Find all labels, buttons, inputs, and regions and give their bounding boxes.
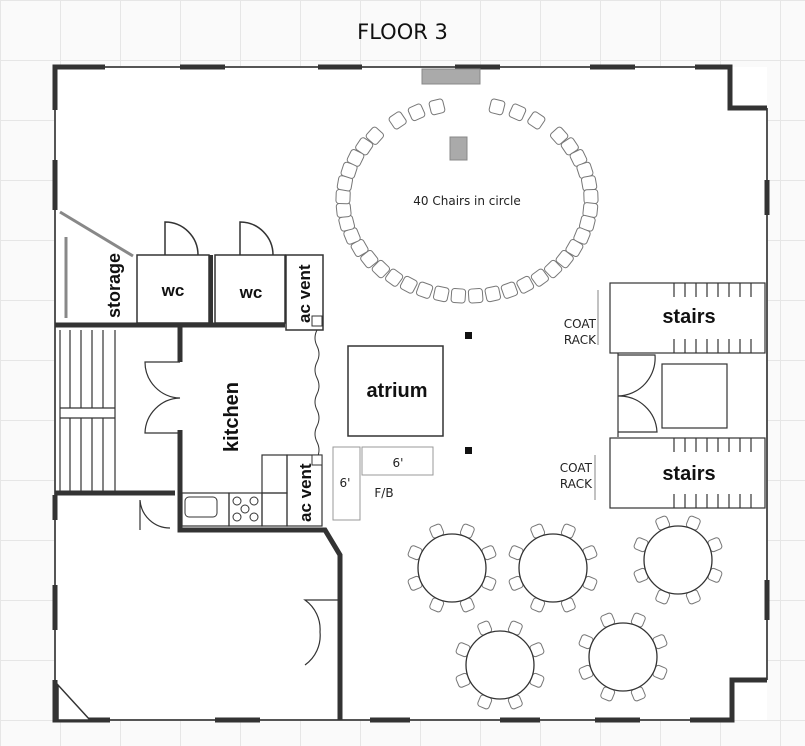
chair [488,98,506,116]
column [465,332,472,339]
chair [500,281,519,299]
storage-rail [59,210,134,318]
chair [432,285,450,303]
right-stairs [594,282,766,509]
chair [583,189,599,205]
chair [550,126,569,145]
table-top [417,533,487,603]
chair [388,111,407,130]
door[interactable] [139,499,171,530]
kitchen-walls [144,325,343,720]
chairs-circle-label: 40 Chairs in circle [413,194,520,208]
vent-square [311,315,323,327]
chair [371,259,391,279]
table-6ft-vertical [332,446,361,521]
chair [355,137,374,156]
fb-label: F/B [374,486,393,500]
chair [407,103,426,122]
round-table [508,523,598,613]
kitchen-label: kitchen [221,382,243,452]
stairs-label-top: stairs [662,306,715,328]
chair [399,275,418,294]
round-table [633,515,723,605]
wc-label-2: wc [239,283,263,302]
ac-vent-top-label: ac vent [295,264,314,323]
stair-steps [673,283,752,508]
chair [335,189,351,205]
round-tables [407,515,723,710]
chair [516,275,535,294]
chair [346,149,365,167]
stairs-label-bottom: stairs [662,463,715,485]
atrium-label: atrium [366,380,427,402]
wc-block [55,221,324,331]
table-6ft-horizontal [361,446,434,476]
chair [530,268,549,287]
chair [508,103,527,122]
chair [580,175,598,192]
storage-label: storage [104,253,124,318]
chair [555,249,574,269]
curtain [314,329,320,459]
wall-segments [52,64,770,723]
chair [467,287,484,304]
chair [365,126,384,145]
table-6ft-label: 6' [340,476,351,490]
round-table [407,523,497,613]
chair [484,285,502,303]
table-top [518,533,588,603]
chair [428,98,446,116]
table-top [588,622,658,692]
chair-circle [335,98,599,304]
round-table [578,612,668,702]
screen [421,68,481,85]
floor-title: FLOOR 3 [357,20,448,44]
table-top [465,630,535,700]
chair [415,281,434,299]
column [465,447,472,454]
ac-vent-bottom-label: ac vent [296,463,315,522]
chair [527,111,546,130]
table-6ft-label: 6' [393,456,404,470]
corner-column [57,683,92,721]
atrium [347,345,444,437]
vent-square [311,454,323,466]
round-table [455,620,545,710]
chair [385,268,404,287]
left-stairs [55,330,175,496]
chair [335,202,352,218]
chair [360,249,379,269]
chair [565,239,584,257]
wc-label-1: wc [161,281,185,300]
chair [450,287,467,304]
podium [449,136,468,161]
table-top [643,525,713,595]
chair [543,259,563,279]
